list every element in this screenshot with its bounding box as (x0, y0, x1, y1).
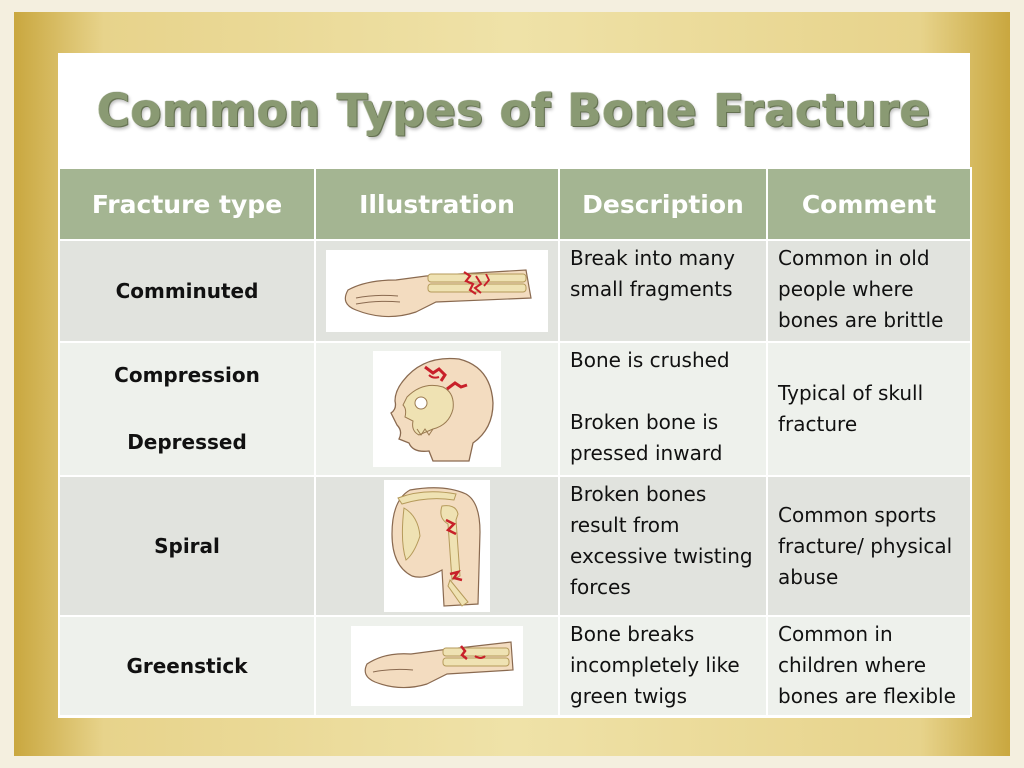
fracture-type-compression: Compression (114, 363, 260, 387)
fracture-type-cell: Compression Depressed (58, 341, 316, 477)
table-header-row: Fracture type Illustration Description C… (58, 167, 972, 241)
header-description: Description (558, 167, 768, 241)
description-cell: Bone breaks incompletely like green twig… (558, 615, 768, 717)
description-compression: Bone is crushed (570, 348, 730, 372)
fracture-type-cell: Spiral (58, 475, 316, 617)
comment-cell: Typical of skull fracture (766, 341, 972, 477)
description-cell: Broken bones result from excessive twist… (558, 475, 768, 617)
header-comment: Comment (766, 167, 972, 241)
skull-fracture-icon (373, 351, 501, 467)
arm-spiral-fracture-icon (384, 480, 490, 612)
description-cell: Bone is crushed Broken bone is pressed i… (558, 341, 768, 477)
illustration-cell (314, 239, 560, 343)
illustration-cell (314, 341, 560, 477)
forearm-greenstick-icon (351, 626, 523, 706)
comment-cell: Common in children where bones are flexi… (766, 615, 972, 717)
table-row: Comminuted (58, 239, 972, 343)
header-illustration: Illustration (314, 167, 560, 241)
page-title: Common Types of Bone Fracture (97, 83, 931, 137)
fracture-table: Fracture type Illustration Description C… (58, 167, 972, 717)
fracture-type-cell: Greenstick (58, 615, 316, 717)
table-row: Spiral Broken bones r (58, 475, 972, 617)
comment-cell: Common sports fracture/ physical abuse (766, 475, 972, 617)
illustration-cell (314, 615, 560, 717)
comment-cell: Common in old people where bones are bri… (766, 239, 972, 343)
illustration-cell (314, 475, 560, 617)
forearm-fracture-icon (326, 250, 548, 332)
table-row: Compression Depressed (58, 341, 972, 477)
description-depressed: Broken bone is pressed inward (570, 410, 723, 465)
fracture-type-depressed: Depressed (127, 430, 247, 454)
title-area: Common Types of Bone Fracture (58, 53, 970, 167)
fracture-type-cell: Comminuted (58, 239, 316, 343)
slide: Common Types of Bone Fracture Fracture t… (58, 53, 972, 718)
description-cell: Break into many small fragments (558, 239, 768, 343)
table-row: Greenstick Bone breaks incompletely (58, 615, 972, 717)
header-fracture-type: Fracture type (58, 167, 316, 241)
